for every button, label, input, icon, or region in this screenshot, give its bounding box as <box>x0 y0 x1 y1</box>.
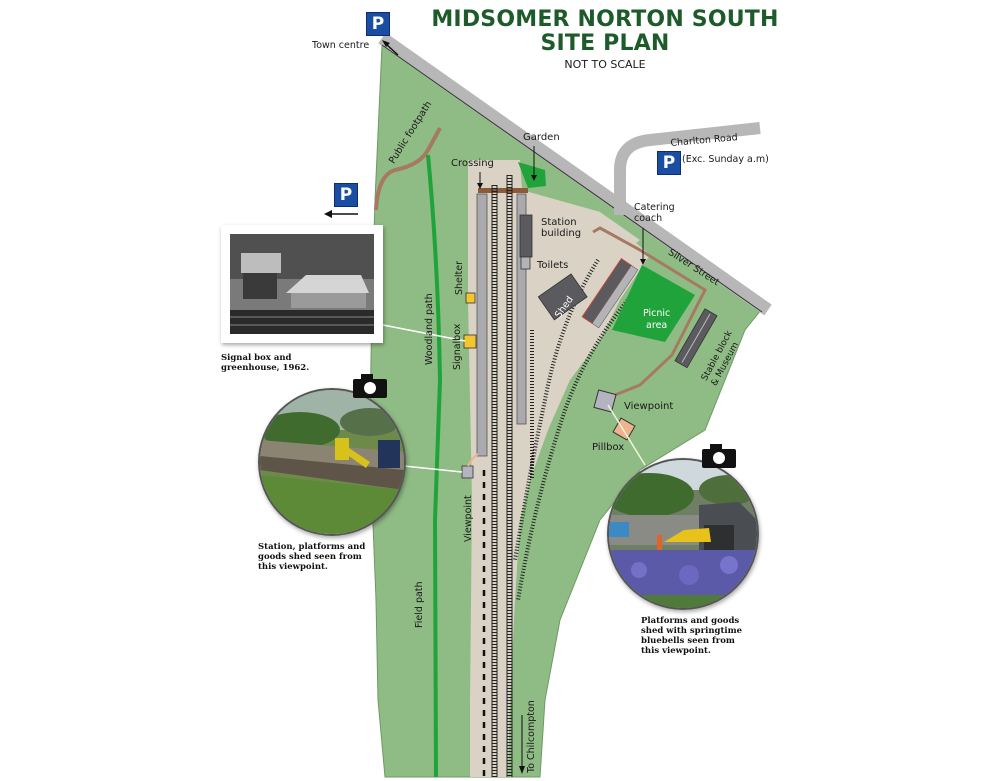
shelter-label: Shelter <box>454 260 465 295</box>
crossing-label: Crossing <box>451 158 494 169</box>
title-line-2: SITE PLAN <box>540 31 670 56</box>
garden-label: Garden <box>523 132 560 143</box>
viewpoint-left[interactable] <box>461 465 474 479</box>
signal-box-caption: Signal box and greenhouse, 1962. <box>221 353 310 373</box>
signal-box-photo-image <box>230 234 374 334</box>
woodland-path[interactable] <box>426 154 443 778</box>
toilets-label: Toilets <box>537 260 569 271</box>
signalbox <box>463 334 477 349</box>
field-path-label: Field path <box>414 581 425 628</box>
road-charlton[interactable] <box>614 122 761 215</box>
viewpoint-left-label: Viewpoint <box>463 495 474 542</box>
station-building <box>519 214 533 258</box>
site-path[interactable] <box>592 226 707 397</box>
viewpoint-right-label: Viewpoint <box>624 401 674 412</box>
catering-coach <box>581 258 639 329</box>
parking-sign-icon: P <box>334 183 358 207</box>
shelter <box>465 292 476 304</box>
crossing <box>478 188 528 193</box>
public-footpath[interactable] <box>374 127 442 211</box>
station-yard <box>520 190 640 470</box>
bluebells-caption: Platforms and goods shed with springtime… <box>641 616 743 656</box>
map-title: MIDSOMER NORTON SOUTH SITE PLAN <box>410 8 800 56</box>
parking-note: (Exc. Sunday a.m) <box>682 154 769 165</box>
station-building-label: Station building <box>541 217 582 239</box>
bluebells-photo-image <box>609 460 757 608</box>
to-chilcompton-label: To Chilcompton <box>526 700 537 773</box>
picnic-area[interactable] <box>612 265 695 342</box>
stable-block <box>674 308 718 369</box>
photo-pointer-station <box>403 465 463 473</box>
station-view-photo-image <box>260 390 404 534</box>
catering-coach-label: Catering coach <box>634 202 675 224</box>
picnic-area-label: Picnic area <box>643 308 671 331</box>
railway-tracks <box>491 175 647 777</box>
road-silver-street[interactable] <box>378 32 772 316</box>
title-line-1: MIDSOMER NORTON SOUTH <box>431 7 779 32</box>
parking-sign-icon: P <box>657 151 681 175</box>
photo-bluebells-view[interactable] <box>607 458 759 610</box>
station-view-caption: Station, platforms and goods shed seen f… <box>258 542 366 572</box>
toilets <box>520 256 531 270</box>
platform-west <box>476 193 488 457</box>
woodland-path-label: Woodland path <box>424 293 435 365</box>
camera-icon <box>702 444 736 468</box>
photo-signal-box[interactable] <box>221 225 383 343</box>
signalbox-label: Signalbox <box>452 323 463 370</box>
town-centre-label: Town centre <box>312 40 370 51</box>
photo-station-view[interactable] <box>258 388 406 536</box>
map-subtitle: NOT TO SCALE <box>564 58 646 71</box>
camera-icon <box>353 374 387 398</box>
goods-shed <box>537 273 588 321</box>
parking-sign-icon: P <box>366 12 390 36</box>
pillbox-label: Pillbox <box>592 442 625 453</box>
viewpoint-right[interactable] <box>593 389 617 413</box>
photo-pointer-bluebells <box>607 404 646 466</box>
pillbox <box>612 417 636 441</box>
platform-east <box>516 193 527 425</box>
photo-pointer-signalbox <box>382 324 466 342</box>
